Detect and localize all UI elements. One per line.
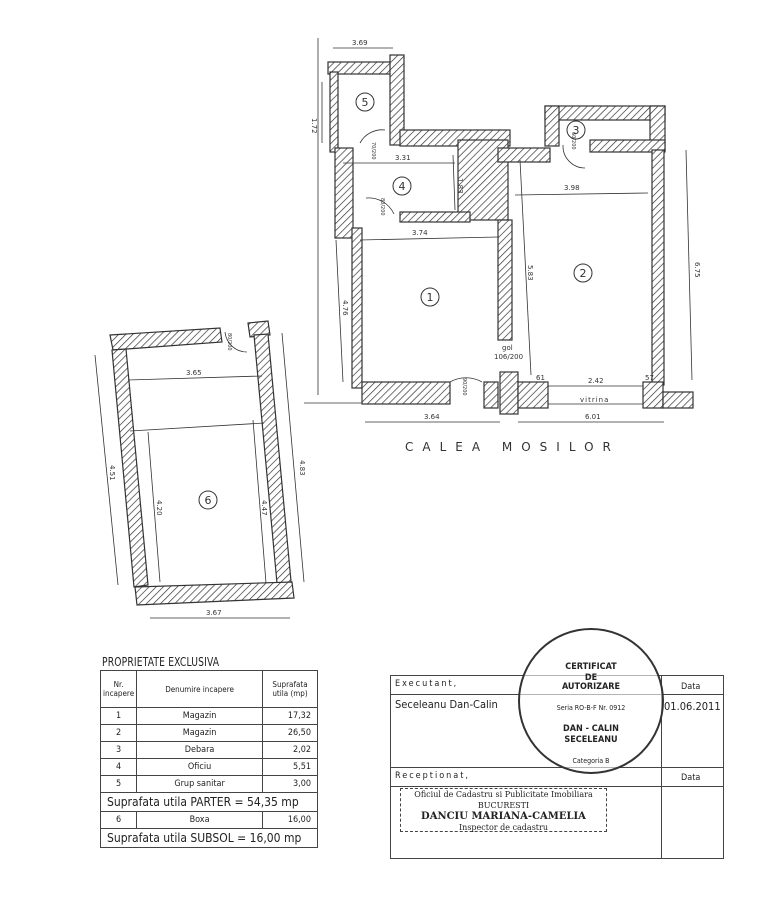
dim-front-right: 6.01 — [585, 413, 601, 421]
dimension-labels: 3.69 1.72 3.31 1.83 3.74 3.98 5.83 6.75 … — [108, 39, 701, 617]
dim-room2-left: 5.83 — [526, 265, 534, 281]
executant-name: Seceleanu Dan-Calin — [395, 698, 498, 711]
door-office: 80/200 — [379, 198, 385, 216]
cell-name: Oficiu — [136, 758, 263, 776]
dim-left-wc: 1.72 — [310, 118, 318, 134]
office-stamp: Oficiul de Cadastru si Publicitate Imobi… — [400, 788, 607, 832]
header-nr: Nr. incapere — [99, 670, 138, 708]
header-area: Suprafata utila (mp) — [262, 670, 318, 708]
cell-name: Boxa — [136, 811, 263, 829]
room-6-label: 6 — [205, 494, 212, 507]
dim-top-wc: 3.69 — [352, 39, 368, 47]
dim-base-inner-left: 4.20 — [155, 500, 163, 516]
basement-walls — [109, 320, 295, 606]
dim-room1-left: 4.76 — [341, 300, 349, 316]
table-header: Nr. incapere Denumire incapere Suprafata… — [99, 670, 318, 708]
dim-room1-width: 3.74 — [412, 229, 428, 237]
executant-label: Executant, — [395, 679, 459, 689]
cell-area: 2,02 — [262, 741, 318, 759]
cell-name: Grup sanitar — [136, 775, 263, 793]
stamp-line2: DE — [584, 673, 598, 683]
window-label: vitrina — [580, 396, 609, 404]
cell-nr: 5 — [99, 775, 138, 793]
floor-plan: 3.69 1.72 3.31 1.83 3.74 3.98 5.83 6.75 … — [94, 38, 701, 619]
dim-base-right: 4.83 — [298, 460, 306, 476]
room-4-label: 4 — [399, 180, 406, 193]
dim-base-inner-right: 4.47 — [260, 500, 268, 516]
cell-nr: 4 — [99, 758, 138, 776]
executant-date: 01.06.2011 — [664, 700, 721, 713]
rooms-table: Nr. incapere Denumire incapere Suprafata… — [99, 670, 318, 848]
dim-base-top: 3.65 — [186, 369, 202, 377]
stamp-line3: AUTORIZARE — [561, 682, 621, 692]
cell-name: Magazin — [136, 724, 263, 742]
door-store: 90/200 — [461, 378, 467, 396]
dim-base-left: 4.51 — [108, 465, 116, 481]
receptionat-label: Receptionat, — [395, 771, 470, 781]
office-stamp-role: Inspector de cadastru — [459, 823, 548, 832]
cell-nr: 6 — [99, 811, 138, 829]
ground-floor-walls — [327, 54, 694, 415]
stamp-line1: CERTIFICAT — [565, 662, 617, 672]
dimension-lines — [94, 38, 693, 619]
cell-area: 5,51 — [262, 758, 318, 776]
door-wc: 70/200 — [370, 142, 376, 160]
gap-label: gol — [502, 344, 513, 352]
room-markers — [198, 92, 593, 510]
cell-nr: 1 — [99, 707, 138, 725]
dim-pier-left: 61 — [536, 374, 545, 382]
room-1-label: 1 — [427, 291, 434, 304]
data-label-2: Data — [681, 773, 701, 783]
cell-nr: 3 — [99, 741, 138, 759]
office-stamp-name: DANCIU MARIANA-CAMELIA — [421, 811, 586, 822]
header-name: Denumire incapere — [136, 670, 263, 708]
total-parter: Suprafata utila PARTER = 54,35 mp — [100, 792, 318, 812]
office-stamp-line2: BUCURESTI — [477, 801, 530, 810]
dim-room2-width: 3.98 — [564, 184, 580, 192]
dim-base-bottom: 3.67 — [206, 609, 222, 617]
dim-office-width: 3.31 — [395, 154, 411, 162]
room-2-label: 2 — [580, 267, 587, 280]
cell-name: Debara — [136, 741, 263, 759]
cell-area: 17,32 — [262, 707, 318, 725]
authorization-stamp: CERTIFICAT DE AUTORIZARE Seria RO-B-F Nr… — [518, 628, 664, 774]
street-name: CALEA MOSILOR — [405, 440, 620, 454]
cell-nr: 2 — [99, 724, 138, 742]
cell-area: 16,00 — [262, 811, 318, 829]
dim-pier-right: 57 — [645, 374, 654, 382]
dim-room2-right: 6.75 — [693, 262, 701, 278]
room-3-label: 3 — [573, 124, 580, 137]
cell-name: Magazin — [136, 707, 263, 725]
door-base: 80/200 — [226, 333, 232, 351]
dim-front-left: 3.64 — [424, 413, 440, 421]
stamp-serie: Seria RO-B-F Nr. 0912 — [556, 704, 626, 712]
dim-window: 2.42 — [588, 377, 604, 385]
stamp-name2: SECELEANU — [564, 735, 618, 745]
cell-area: 26,50 — [262, 724, 318, 742]
gap-size: 106/200 — [494, 353, 523, 361]
table-title: PROPRIETATE EXCLUSIVA — [102, 655, 220, 669]
dim-office-height: 1.83 — [456, 178, 464, 194]
door-storage: 60/200 — [570, 132, 576, 150]
stamp-name1: DAN - CALIN — [563, 724, 619, 734]
room-5-label: 5 — [362, 96, 369, 109]
data-label: Data — [681, 682, 701, 692]
cell-area: 3,00 — [262, 775, 318, 793]
stamp-category: Categoria B — [572, 757, 610, 765]
total-subsol: Suprafata utila SUBSOL = 16,00 mp — [100, 828, 318, 848]
office-stamp-line1: Oficiul de Cadastru si Publicitate Imobi… — [414, 790, 593, 799]
